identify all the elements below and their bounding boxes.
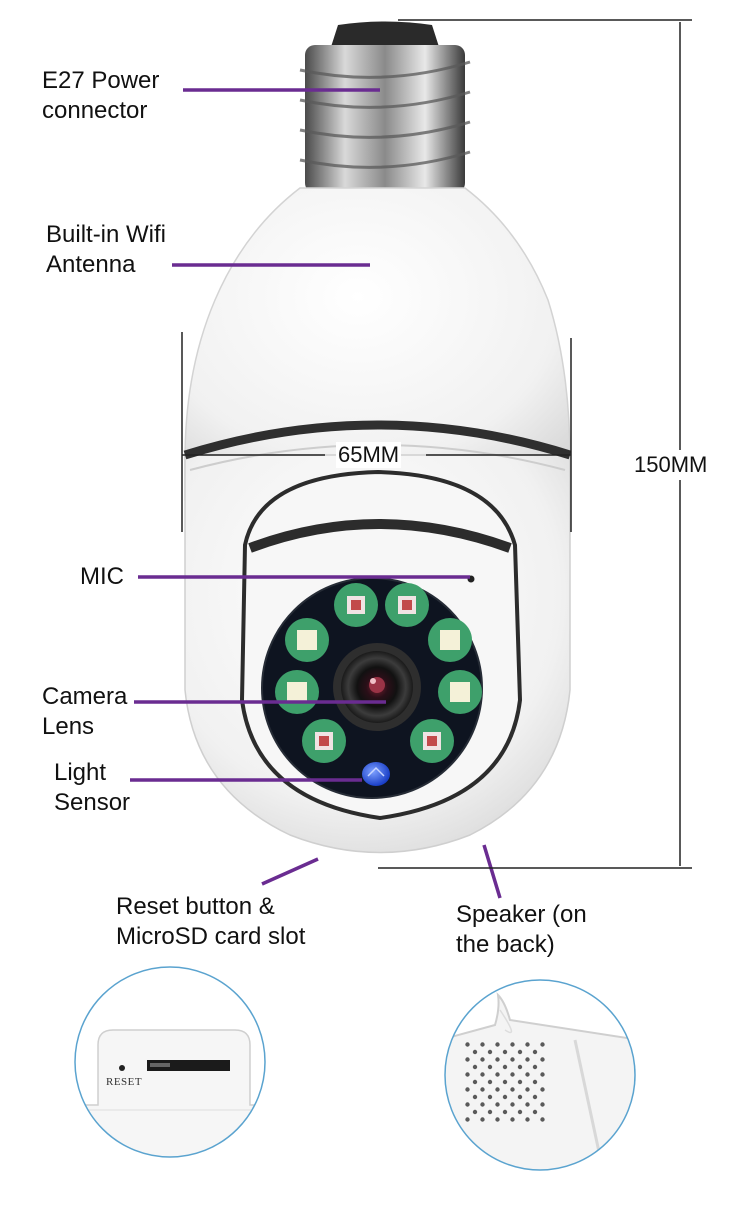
speaker-hole: [532, 1064, 538, 1070]
speaker-hole: [495, 1117, 500, 1122]
speaker-hole: [465, 1057, 470, 1062]
speaker-hole: [480, 1117, 485, 1122]
leader-lines: [130, 88, 502, 899]
speaker-hole: [495, 1057, 500, 1062]
speaker-hole: [480, 1057, 485, 1062]
speaker-hole: [532, 1049, 538, 1055]
led-ring: [275, 583, 482, 763]
speaker-hole: [510, 1087, 515, 1092]
detail-speaker-circle: [444, 979, 636, 1171]
speaker-hole: [480, 1042, 485, 1047]
speaker-hole: [510, 1072, 515, 1077]
speaker-hole: [487, 1064, 493, 1070]
speaker-hole: [525, 1117, 530, 1122]
camera-lens: [333, 643, 421, 731]
speaker-hole: [465, 1102, 470, 1107]
speaker-hole: [525, 1087, 530, 1092]
speaker-hole: [502, 1109, 508, 1115]
dimension-lines: [181, 19, 692, 869]
speaker-hole: [480, 1072, 485, 1077]
speaker-hole: [510, 1042, 515, 1047]
speaker-hole: [472, 1049, 478, 1055]
label-wifi-antenna: Built-in Wifi Antenna: [46, 221, 167, 278]
speaker-hole: [540, 1042, 545, 1047]
speaker-hole: [525, 1072, 530, 1077]
label-light-sensor: Light Sensor: [54, 759, 131, 816]
speaker-hole: [472, 1064, 478, 1070]
speaker-hole: [480, 1102, 485, 1107]
label-mic: MIC: [80, 563, 124, 590]
speaker-hole: [517, 1049, 523, 1055]
speaker-hole: [525, 1057, 530, 1062]
label-camera-lens: Camera Lens: [42, 683, 128, 740]
speaker-hole: [540, 1087, 545, 1092]
speaker-hole: [502, 1094, 508, 1100]
speaker-hole: [540, 1057, 545, 1062]
label-power-connector: E27 Power connector: [42, 67, 160, 124]
speaker-hole: [532, 1094, 538, 1100]
speaker-hole: [495, 1102, 500, 1107]
speaker-hole: [502, 1064, 508, 1070]
label-reset-slot: Reset button & MicroSD card slot: [116, 893, 306, 950]
speaker-hole: [472, 1094, 478, 1100]
speaker-hole: [540, 1117, 545, 1122]
speaker-hole: [532, 1109, 538, 1115]
speaker-hole: [510, 1102, 515, 1107]
speaker-hole: [465, 1117, 470, 1122]
speaker-hole: [465, 1042, 470, 1047]
speaker-hole: [525, 1042, 530, 1047]
speaker-hole: [540, 1072, 545, 1077]
speaker-hole: [502, 1049, 508, 1055]
speaker-hole: [480, 1087, 485, 1092]
speaker-hole: [532, 1079, 538, 1085]
dimension-width: 65MM: [336, 442, 402, 468]
speaker-hole: [487, 1049, 493, 1055]
speaker-hole: [517, 1079, 523, 1085]
speaker-hole: [472, 1109, 478, 1115]
speaker-hole: [510, 1117, 515, 1122]
speaker-hole: [487, 1094, 493, 1100]
speaker-hole: [487, 1079, 493, 1085]
detail-reset-circle: [74, 966, 266, 1158]
speaker-hole: [525, 1102, 530, 1107]
speaker-hole: [487, 1109, 493, 1115]
label-speaker: Speaker (on the back): [456, 901, 587, 958]
e27-connector: [299, 21, 471, 193]
light-sensor: [362, 762, 390, 786]
speaker-hole: [495, 1042, 500, 1047]
led-face: [261, 575, 483, 799]
speaker-hole: [517, 1064, 523, 1070]
speaker-hole: [540, 1102, 545, 1107]
dimension-height: 150MM: [634, 450, 708, 480]
reset-text: RESET: [106, 1076, 143, 1088]
speaker-hole: [517, 1094, 523, 1100]
speaker-hole: [502, 1079, 508, 1085]
speaker-hole: [472, 1079, 478, 1085]
speaker-hole: [517, 1109, 523, 1115]
speaker-hole: [495, 1087, 500, 1092]
speaker-hole: [495, 1072, 500, 1077]
speaker-hole: [465, 1072, 470, 1077]
speaker-hole: [465, 1087, 470, 1092]
speaker-hole: [510, 1057, 515, 1062]
